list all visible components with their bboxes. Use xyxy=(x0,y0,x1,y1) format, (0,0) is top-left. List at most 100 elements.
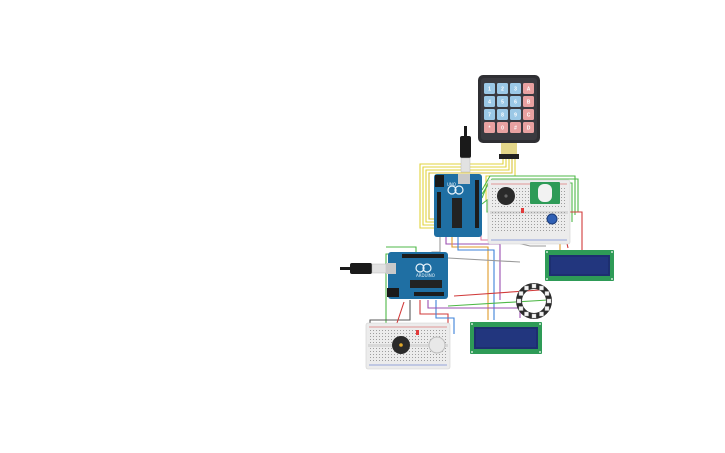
keypad-key-label: A xyxy=(527,87,531,93)
wire-keypad-2[interactable] xyxy=(422,158,507,226)
breadboard-hole xyxy=(433,357,434,358)
keypad-key[interactable] xyxy=(523,122,534,133)
led-red-bottom[interactable] xyxy=(416,330,419,335)
breadboard-hole xyxy=(376,336,377,337)
keypad-key[interactable] xyxy=(510,122,521,133)
wire-purple-2[interactable] xyxy=(427,300,521,318)
keypad-key[interactable] xyxy=(523,96,534,107)
wire-blue-2[interactable] xyxy=(435,300,455,334)
wire-keypad-1[interactable] xyxy=(419,158,504,229)
wire-gray-3[interactable] xyxy=(447,257,521,263)
usb-top-tip xyxy=(464,126,467,136)
keypad-key[interactable] xyxy=(484,96,495,107)
breadboard-hole xyxy=(522,197,523,198)
breadboard-hole xyxy=(564,212,565,213)
keypad-key[interactable] xyxy=(484,109,495,120)
breadboard-bottom[interactable] xyxy=(365,322,451,370)
breadboard-hole xyxy=(433,354,434,355)
keypad-key-label: 1 xyxy=(488,87,491,93)
breadboard-hole xyxy=(391,354,392,355)
breadboard-hole xyxy=(424,357,425,358)
sensor-bottom[interactable] xyxy=(428,336,446,354)
wire-keypad-3[interactable] xyxy=(425,158,510,223)
breadboard-hole xyxy=(552,212,553,213)
breadboard-top[interactable] xyxy=(487,179,571,245)
breadboard-hole xyxy=(421,351,422,352)
breadboard-hole xyxy=(379,330,380,331)
breadboard-hole xyxy=(522,188,523,189)
breadboard-hole xyxy=(492,227,493,228)
arduino-top[interactable]: UNO xyxy=(434,174,482,237)
breadboard-hole xyxy=(409,357,410,358)
lcd-bottom[interactable] xyxy=(470,322,542,354)
lcd-right[interactable] xyxy=(545,250,614,281)
keypad-key[interactable] xyxy=(510,109,521,120)
neopixel-led xyxy=(516,298,522,304)
breadboard-hole xyxy=(558,218,559,219)
breadboard-hole xyxy=(561,212,562,213)
breadboard-hole xyxy=(522,230,523,231)
breadboard-hole xyxy=(391,348,392,349)
breadboard-hole xyxy=(433,336,434,337)
breadboard-hole xyxy=(385,354,386,355)
wire-green-7[interactable] xyxy=(447,299,549,307)
breadboard-hole xyxy=(427,354,428,355)
breadboard-hole xyxy=(421,360,422,361)
breadboard-hole xyxy=(427,360,428,361)
breadboard-hole xyxy=(501,218,502,219)
breadboard-hole xyxy=(376,357,377,358)
breadboard-hole xyxy=(373,348,374,349)
keypad-key[interactable] xyxy=(497,96,508,107)
breadboard-hole xyxy=(436,333,437,334)
breadboard-hole xyxy=(498,212,499,213)
keypad-key[interactable] xyxy=(510,83,521,94)
wire-red-lcd[interactable] xyxy=(566,211,583,250)
neopixel-ring[interactable] xyxy=(516,283,552,319)
neopixel-led xyxy=(518,291,524,296)
breadboard-hole xyxy=(370,333,371,334)
keypad-key[interactable] xyxy=(484,83,495,94)
breadboard-hole xyxy=(543,227,544,228)
potentiometer-top[interactable] xyxy=(546,213,558,225)
wire-keypad-4[interactable] xyxy=(428,158,513,220)
breadboard-hole xyxy=(370,330,371,331)
breadboard-hole xyxy=(370,351,371,352)
wire-purple-1[interactable] xyxy=(445,236,501,300)
breadboard-hole xyxy=(525,200,526,201)
keypad-key[interactable] xyxy=(523,109,534,120)
breadboard-hole xyxy=(492,206,493,207)
led-red-top[interactable] xyxy=(521,208,524,213)
breadboard-hole xyxy=(555,230,556,231)
breadboard-hole xyxy=(564,224,565,225)
breadboard-hole xyxy=(439,336,440,337)
breadboard-hole xyxy=(445,354,446,355)
keypad-key[interactable] xyxy=(497,109,508,120)
arduino-top-label: UNO xyxy=(447,182,456,187)
wire-orange-1[interactable] xyxy=(451,236,489,320)
breadboard-hole xyxy=(495,197,496,198)
breadboard-hole xyxy=(534,221,535,222)
wire-blue-1[interactable] xyxy=(457,236,495,320)
breadboard-hole xyxy=(546,212,547,213)
arduino-bottom-usb-port xyxy=(386,263,396,274)
breadboard-hole xyxy=(436,330,437,331)
keypad-key[interactable] xyxy=(510,96,521,107)
keypad-key[interactable] xyxy=(523,83,534,94)
breadboard-hole xyxy=(418,342,419,343)
breadboard-hole xyxy=(424,351,425,352)
wire-green-1[interactable] xyxy=(481,175,576,215)
breadboard-hole xyxy=(537,227,538,228)
breadboard-hole xyxy=(519,230,520,231)
breadboard-hole xyxy=(516,215,517,216)
keypad-key[interactable] xyxy=(497,122,508,133)
breadboard-hole xyxy=(549,206,550,207)
breadboard-hole xyxy=(528,191,529,192)
keypad-key[interactable] xyxy=(497,83,508,94)
wire-green-6[interactable] xyxy=(386,246,417,252)
breadboard-hole xyxy=(385,333,386,334)
neopixel-led xyxy=(539,285,544,291)
keypad-key[interactable] xyxy=(484,122,495,133)
breadboard-hole xyxy=(492,188,493,189)
arduino-bottom[interactable]: ARDUINO xyxy=(386,252,448,299)
